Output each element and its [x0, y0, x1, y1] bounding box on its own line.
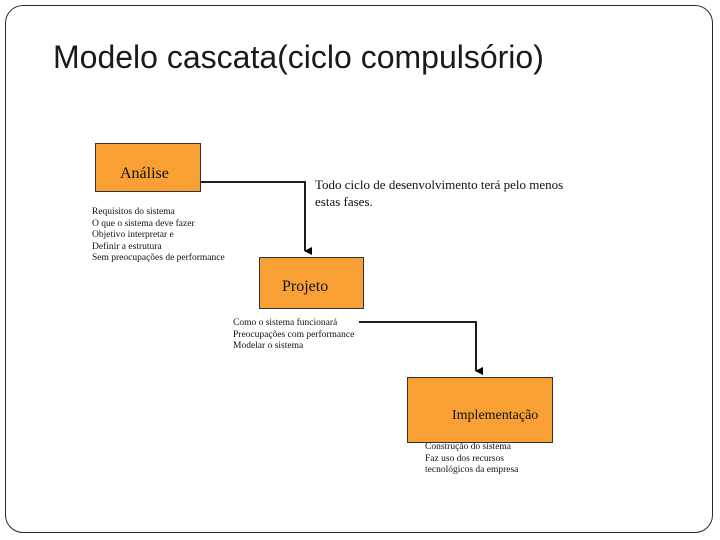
note-line: Objetivo interpretar e [92, 230, 174, 240]
note-line: Preocupações com performance [233, 329, 355, 340]
note-line: Construção do sistema [425, 442, 512, 452]
page-title: Modelo cascata(ciclo compulsório) [53, 39, 544, 75]
phase-notes-implementacao: Construção do sistema Faz uso dos recurs… [425, 442, 518, 477]
phase-label-analise: Análise [120, 165, 169, 182]
note-line: tecnológicos da empresa [425, 465, 519, 475]
phase-label-projeto: Projeto [282, 278, 329, 295]
phase-label-implementacao: Implementação [452, 408, 539, 423]
cycle-note-line: estas fases. [315, 194, 373, 209]
phase-box-implementacao: Implementação [407, 377, 553, 443]
slide: Modelo cascata(ciclo compulsório) Anális… [5, 5, 713, 533]
note-line: Definir a estrutura [92, 241, 162, 252]
cycle-note: Todo ciclo de desenvolvimento terá pelo … [315, 176, 563, 210]
connector-projeto-implementacao [359, 321, 483, 375]
note-line: Como o sistema funcionará [233, 318, 338, 328]
phase-notes-projeto: Como o sistema funcionará Preocupações c… [233, 318, 354, 353]
note-line: Faz uso dos recursos [425, 453, 504, 464]
note-line: Sem preocupações de performance [92, 253, 225, 263]
note-line: Requisitos do sistema [92, 207, 175, 217]
cycle-note-line: Todo ciclo de desenvolvimento terá pelo … [315, 177, 564, 192]
connectors [196, 181, 483, 375]
phase-notes-analise: Requisitos do sistema O que o sistema de… [92, 207, 225, 265]
note-line: O que o sistema deve fazer [92, 218, 195, 229]
phase-box-analise: Análise [95, 143, 201, 192]
note-line: Modelar o sistema [233, 341, 304, 351]
phase-box-projeto: Projeto [259, 257, 364, 309]
connector-analise-projeto [196, 181, 312, 255]
